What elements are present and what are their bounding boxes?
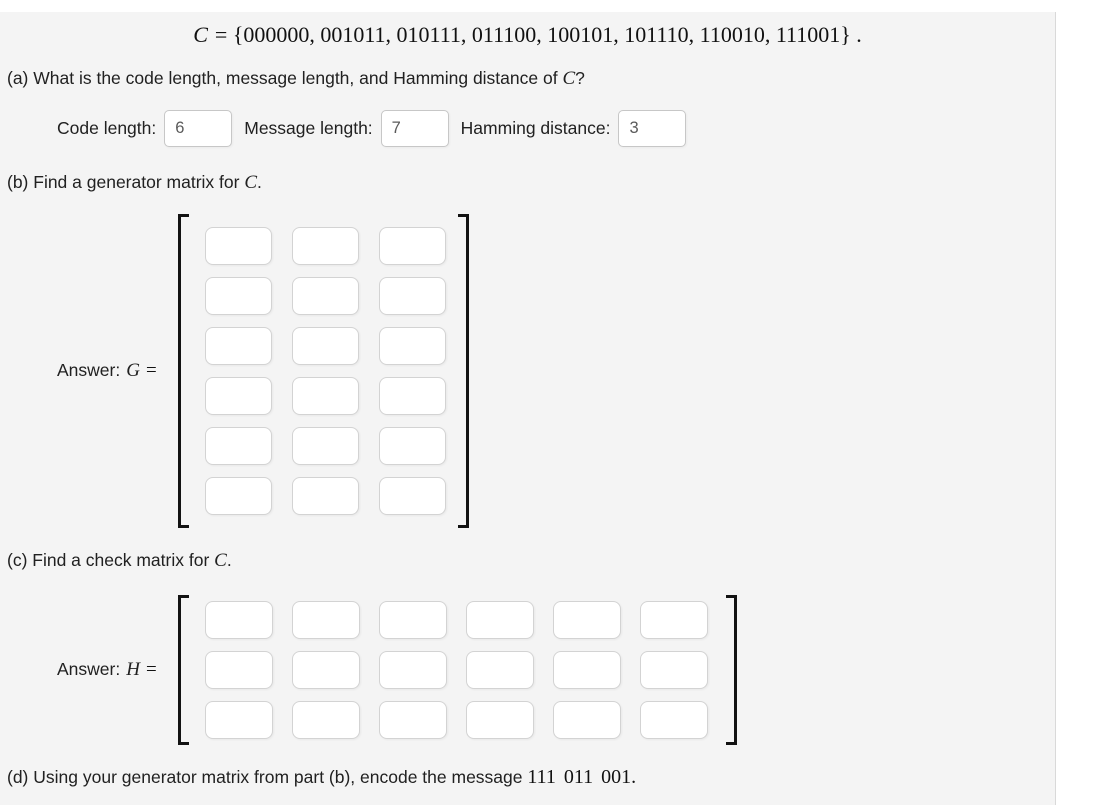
part-c-text: (c) Find a check matrix for	[7, 550, 215, 570]
generator-matrix-answer: Answer: G =	[57, 214, 1055, 528]
hamming-distance-label: Hamming distance:	[460, 118, 611, 138]
generator-matrix-variable: G	[126, 360, 140, 381]
check-answer-label: Answer: H =	[57, 659, 172, 681]
check-answer-word: Answer:	[57, 659, 121, 679]
part-b-period: .	[257, 172, 262, 192]
check-matrix-grid-cell-r1c1[interactable]	[205, 601, 273, 639]
part-b-text: (b) Find a generator matrix for	[7, 172, 245, 192]
generator-matrix-grid	[189, 214, 458, 528]
part-d-message: 111 011 001	[527, 766, 632, 788]
check-matrix-variable: H	[126, 659, 140, 680]
problem-panel: C= {000000, 001011, 010111, 011100, 1001…	[0, 12, 1056, 805]
check-matrix-grid-cell-r2c2[interactable]	[292, 651, 360, 689]
code-length-label: Code length:	[57, 118, 157, 138]
part-a-answer-fields: Code length: Message length: Hamming dis…	[57, 110, 1055, 147]
part-a-question-mark: ?	[575, 68, 585, 88]
generator-matrix-grid-cell-r3c1[interactable]	[205, 327, 272, 365]
check-right-bracket	[726, 595, 737, 745]
generator-matrix-grid-cell-r4c3[interactable]	[379, 377, 446, 415]
check-matrix-grid-cell-r3c4[interactable]	[466, 701, 534, 739]
check-matrix-grid-cell-r1c6[interactable]	[640, 601, 708, 639]
message-length-label: Message length:	[244, 118, 373, 138]
check-matrix-grid-cell-r3c5[interactable]	[553, 701, 621, 739]
message-length-input[interactable]	[380, 110, 449, 147]
generator-left-bracket	[178, 214, 189, 528]
generator-matrix-grid-cell-r4c1[interactable]	[205, 377, 272, 415]
generator-answer-word: Answer:	[57, 360, 121, 380]
code-set-formula: C= {000000, 001011, 010111, 011100, 1001…	[0, 12, 1055, 50]
check-matrix-grid-cell-r2c5[interactable]	[553, 651, 621, 689]
generator-matrix-grid-cell-r6c1[interactable]	[205, 477, 272, 515]
check-matrix-grid-cell-r2c3[interactable]	[379, 651, 447, 689]
part-d-question: (d) Using your generator matrix from par…	[7, 766, 1055, 788]
check-matrix-grid-cell-r1c5[interactable]	[553, 601, 621, 639]
part-b-question: (b) Find a generator matrix for C.	[7, 171, 1055, 194]
part-a-variable: C	[562, 68, 576, 89]
generator-matrix-grid-cell-r6c3[interactable]	[379, 477, 446, 515]
generator-matrix-grid-cell-r1c2[interactable]	[292, 227, 359, 265]
check-matrix-grid-cell-r2c6[interactable]	[640, 651, 708, 689]
part-c-variable: C	[214, 550, 227, 571]
check-matrix-grid-cell-r3c6[interactable]	[640, 701, 708, 739]
generator-matrix-grid-cell-r3c2[interactable]	[292, 327, 359, 365]
check-left-bracket	[178, 595, 189, 745]
part-d-text: (d) Using your generator matrix from par…	[7, 767, 528, 787]
generator-answer-label: Answer: G =	[57, 360, 172, 382]
formula-body: = {000000, 001011, 010111, 011100, 10010…	[214, 22, 862, 47]
check-matrix-grid-cell-r3c2[interactable]	[292, 701, 360, 739]
check-matrix-grid-cell-r3c1[interactable]	[205, 701, 273, 739]
part-c-question: (c) Find a check matrix for C.	[7, 549, 1055, 572]
part-c-period: .	[226, 550, 232, 570]
check-matrix-grid-cell-r2c4[interactable]	[466, 651, 534, 689]
generator-matrix-grid-cell-r4c2[interactable]	[292, 377, 359, 415]
part-a-question: (a) What is the code length, message len…	[7, 67, 1055, 90]
generator-matrix-grid-cell-r2c1[interactable]	[205, 277, 272, 315]
part-d-period: .	[631, 766, 637, 788]
check-matrix-grid-cell-r1c3[interactable]	[379, 601, 447, 639]
generator-equals-sign: =	[145, 360, 157, 381]
check-matrix-grid-cell-r1c2[interactable]	[292, 601, 360, 639]
hamming-distance-input[interactable]	[618, 110, 687, 147]
check-matrix-grid-cell-r2c1[interactable]	[205, 651, 273, 689]
check-matrix-grid-cell-r1c4[interactable]	[466, 601, 534, 639]
generator-matrix-grid-cell-r5c2[interactable]	[292, 427, 359, 465]
generator-matrix-grid-cell-r1c3[interactable]	[379, 227, 446, 265]
part-a-text: (a) What is the code length, message len…	[7, 68, 563, 88]
part-b-variable: C	[244, 172, 257, 193]
generator-matrix-grid-cell-r5c1[interactable]	[205, 427, 272, 465]
generator-right-bracket	[458, 214, 469, 528]
check-matrix-answer: Answer: H =	[57, 595, 1055, 745]
generator-matrix-grid-cell-r2c3[interactable]	[379, 277, 446, 315]
check-equals-sign: =	[145, 659, 157, 680]
generator-matrix-grid-cell-r2c2[interactable]	[292, 277, 359, 315]
generator-matrix-grid-cell-r6c2[interactable]	[292, 477, 359, 515]
check-matrix-grid	[189, 595, 726, 745]
generator-matrix-grid-cell-r1c1[interactable]	[205, 227, 272, 265]
code-length-input[interactable]	[164, 110, 233, 147]
check-matrix-grid-cell-r3c3[interactable]	[379, 701, 447, 739]
generator-matrix-grid-cell-r3c3[interactable]	[379, 327, 446, 365]
generator-matrix-grid-cell-r5c3[interactable]	[379, 427, 446, 465]
formula-variable: C	[193, 22, 208, 47]
